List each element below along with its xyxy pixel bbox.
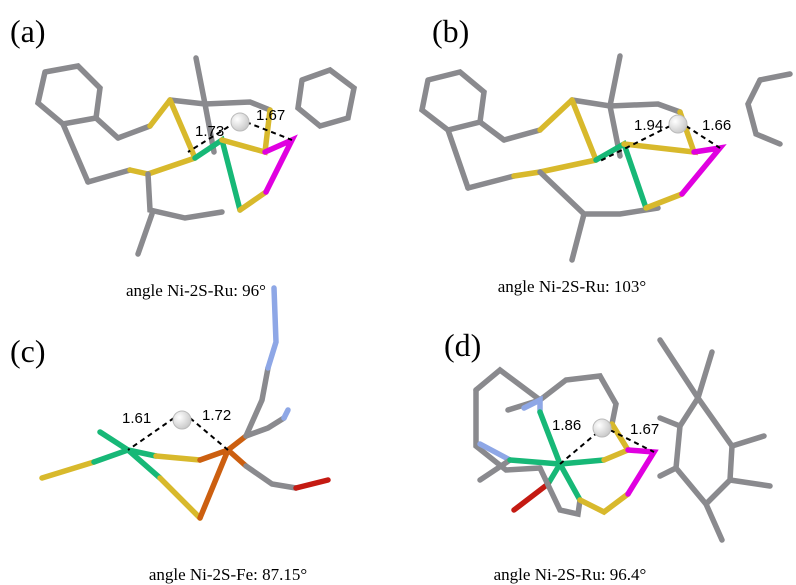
panel-d-distance-2: 1.67 [630,421,659,438]
panel-b-molecule [418,53,793,263]
panel-c-hydride-atom [172,410,192,430]
panel-d-hbond-ru [609,429,655,453]
panel-c-caption: angle Ni-2S-Fe: 87.15° [149,565,307,584]
panel-b-caption: angle Ni-2S-Ru: 103° [498,277,646,296]
panel-a-distance-1: 1.73 [195,123,224,140]
panel-b-label: (b) [432,13,469,49]
panel-d-molecule [473,337,773,543]
panel-b-hbond-ru [685,125,721,149]
panel-b-distance-2: 1.66 [702,117,731,134]
panel-c-hbond-ni [127,417,175,451]
panel-c-distance-1: 1.61 [122,410,151,427]
panel-a-label: (a) [10,13,46,49]
panel-b-hydride-atom [668,114,688,134]
panel-a-caption: angle Ni-2S-Ru: 96° [126,281,266,300]
panel-d-label: (d) [444,327,481,363]
panel-a-distance-2: 1.67 [256,107,285,124]
panel-c-label: (c) [10,333,46,369]
panel-c-molecule [39,285,331,521]
panel-a: (a) 1.73 1.67 angle Ni- [10,13,358,300]
panel-c-distance-2: 1.72 [202,407,231,424]
panel-a-hydride-atom [230,112,250,132]
panel-b-distance-1: 1.94 [634,117,663,134]
panel-a-molecule [34,55,358,257]
panel-d-distance-1: 1.86 [552,417,581,434]
panel-d: (d) [444,327,773,584]
panel-c: (c) 1.61 1.72 angle Ni-2S-Fe: 87.15° [10,285,331,584]
panel-b-hbond-ni [597,125,671,163]
panel-d-caption: angle Ni-2S-Ru: 96.4° [494,565,647,584]
panel-a-hbond-ni [187,121,237,153]
panel-b: (b) 1.94 1.66 angle Ni- [418,13,793,296]
panel-d-hydride-atom [592,418,612,438]
